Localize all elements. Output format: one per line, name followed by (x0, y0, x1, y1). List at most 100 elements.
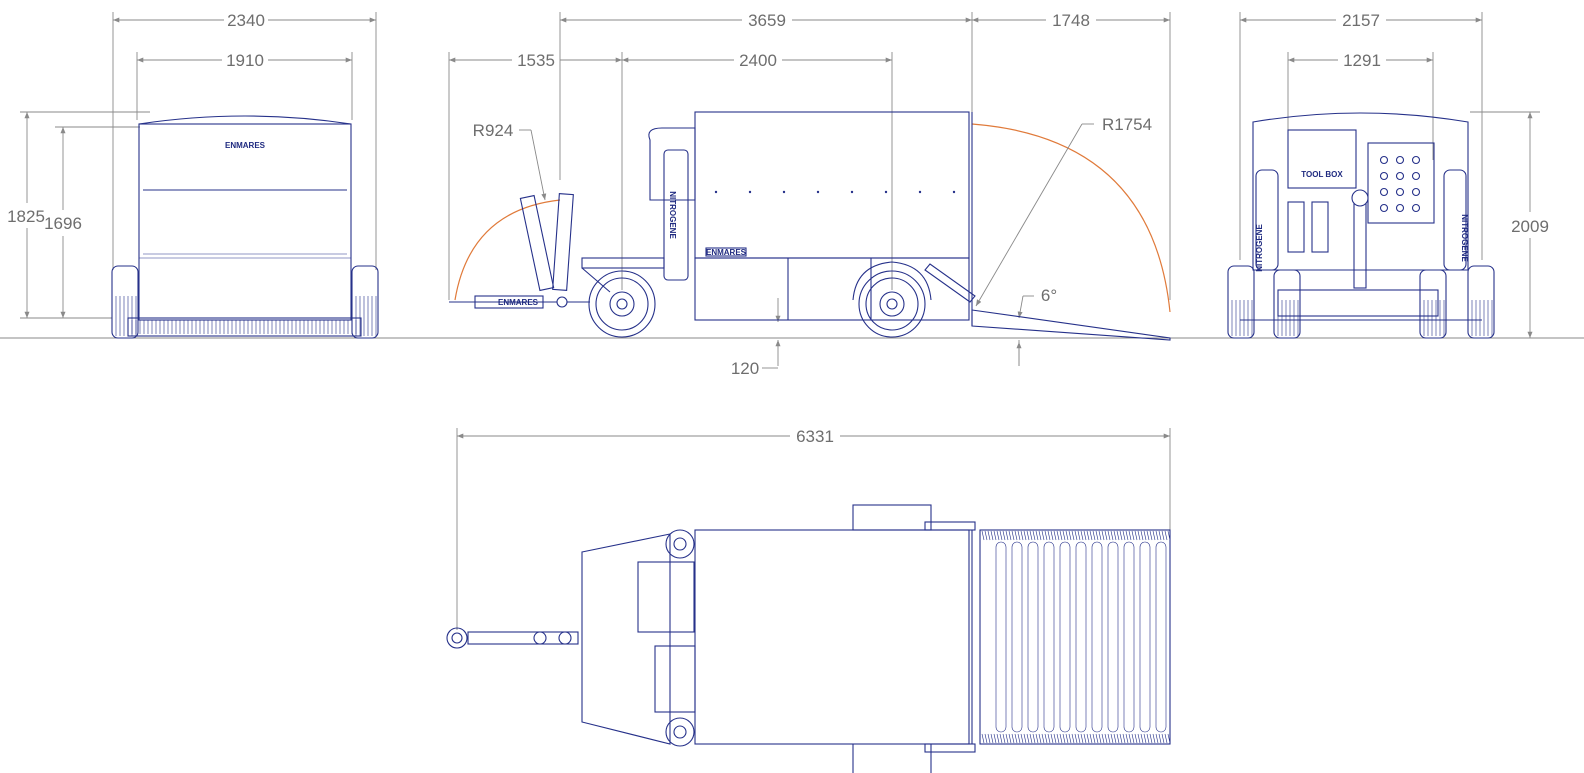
rear-toolbox-label: TOOL BOX (1301, 170, 1343, 179)
ramp-tooth (1035, 530, 1039, 541)
rivet (816, 190, 820, 194)
side-view: 3659 1748 1535 2400 R924 R1754 6° 120 NI… (448, 11, 1171, 378)
front-brand-label: ENMARES (225, 141, 266, 150)
ramp-tooth (1068, 733, 1072, 744)
ramp-tooth (1152, 530, 1156, 541)
ramp-tooth (1050, 530, 1054, 541)
rivet (884, 190, 888, 194)
ramp-tooth (1050, 733, 1054, 744)
ramp-tooth (1104, 733, 1108, 744)
rivet (918, 190, 922, 194)
ramp-tooth (1053, 530, 1057, 541)
panel-button (1411, 187, 1421, 197)
ramp-tooth (1068, 530, 1072, 541)
side-clearance-label: 120 (731, 359, 759, 378)
ramp-tooth (1047, 733, 1051, 744)
ramp-tooth (1038, 733, 1042, 744)
ramp-slat (1123, 541, 1135, 733)
ramp-tooth (1137, 733, 1141, 744)
ramp-tooth (1008, 530, 1012, 541)
ramp-tooth (1074, 733, 1078, 744)
ramp-tooth (1065, 530, 1069, 541)
side-drawbar-radius-label: R924 (473, 121, 514, 140)
panel-button (1379, 203, 1389, 213)
panel-button (1395, 187, 1405, 197)
ramp-tooth (1017, 530, 1021, 541)
ramp-tooth (1032, 530, 1036, 541)
ramp-tooth (1041, 530, 1045, 541)
ramp-tooth (1086, 733, 1090, 744)
ramp-tooth (1149, 733, 1153, 744)
ramp-slat (1139, 541, 1151, 733)
ramp-tooth (1116, 530, 1120, 541)
ramp-tooth (1125, 733, 1129, 744)
panel-button (1411, 203, 1421, 213)
ramp-tooth (1128, 733, 1132, 744)
ramp-slat (1027, 541, 1039, 733)
ramp-tooth (987, 530, 991, 541)
ramp-tooth (1023, 530, 1027, 541)
ramp-slat (1043, 541, 1055, 733)
ramp-tooth (1017, 733, 1021, 744)
ramp-tooth (981, 530, 985, 541)
ramp-tooth (1101, 530, 1105, 541)
panel-button (1395, 155, 1405, 165)
rear-right-vertical-label: NITROGENE (1460, 214, 1469, 262)
ramp-tooth (1137, 530, 1141, 541)
front-width-inner-label: 1910 (226, 51, 264, 70)
ramp-tooth (996, 530, 1000, 541)
side-drawbar-brand-label: ENMARES (498, 298, 539, 307)
ramp-tooth (1116, 733, 1120, 744)
ramp-tooth (1062, 733, 1066, 744)
ramp-tooth (1125, 530, 1129, 541)
ramp-tooth (1146, 530, 1150, 541)
side-drawbar-length-label: 1535 (517, 51, 555, 70)
ramp-tooth (1071, 733, 1075, 744)
ramp-tooth (1080, 530, 1084, 541)
ramp-tooth (1056, 530, 1060, 541)
side-wheelbase-label: 2400 (739, 51, 777, 70)
ramp-tooth (1065, 733, 1069, 744)
ramp-tooth (1083, 733, 1087, 744)
ramp-tooth (1086, 530, 1090, 541)
ramp-tooth (1041, 733, 1045, 744)
ramp-tooth (1155, 530, 1159, 541)
ramp-tooth (1074, 530, 1078, 541)
ramp-tooth (1149, 530, 1153, 541)
ramp-tooth (1134, 530, 1138, 541)
ramp-slat (1107, 541, 1119, 733)
ramp-tooth (1059, 530, 1063, 541)
ramp-tooth (993, 733, 997, 744)
side-ramp-angle-label: 6° (1041, 286, 1057, 305)
ramp-tooth (1002, 530, 1006, 541)
ramp-tooth (1128, 530, 1132, 541)
ramp-tooth (1107, 733, 1111, 744)
ramp-tooth (1071, 530, 1075, 541)
ramp-tooth (984, 733, 988, 744)
ramp-tooth (1002, 733, 1006, 744)
top-total-length-label: 6331 (796, 427, 834, 446)
rivet (850, 190, 854, 194)
rear-view: 2157 1291 2009 TOOL BOX NITROGENE NITROG… (1227, 11, 1549, 339)
ramp-tooth (996, 733, 1000, 744)
panel-button (1395, 171, 1405, 181)
ramp-tooth (1077, 530, 1081, 541)
top-view: 6331 (446, 427, 1171, 773)
ramp-tooth (1158, 733, 1162, 744)
rear-left-vertical-label: NITROGENE (1255, 224, 1264, 272)
ramp-slat (995, 541, 1007, 733)
ramp-tooth (1056, 733, 1060, 744)
ramp-tooth (1089, 530, 1093, 541)
panel-button (1411, 171, 1421, 181)
ramp-slat (1075, 541, 1087, 733)
side-body-brand-label: ENMARES (706, 248, 747, 257)
ramp-tooth (1029, 530, 1033, 541)
ramp-tooth (984, 530, 988, 541)
ramp-slat (1091, 541, 1103, 733)
ramp-tooth (1131, 733, 1135, 744)
ramp-tooth (990, 530, 994, 541)
rear-width-outer-label: 2157 (1342, 11, 1380, 30)
ramp-tooth (1167, 530, 1171, 541)
ramp-slat (1155, 541, 1167, 733)
ramp-tooth (1062, 530, 1066, 541)
